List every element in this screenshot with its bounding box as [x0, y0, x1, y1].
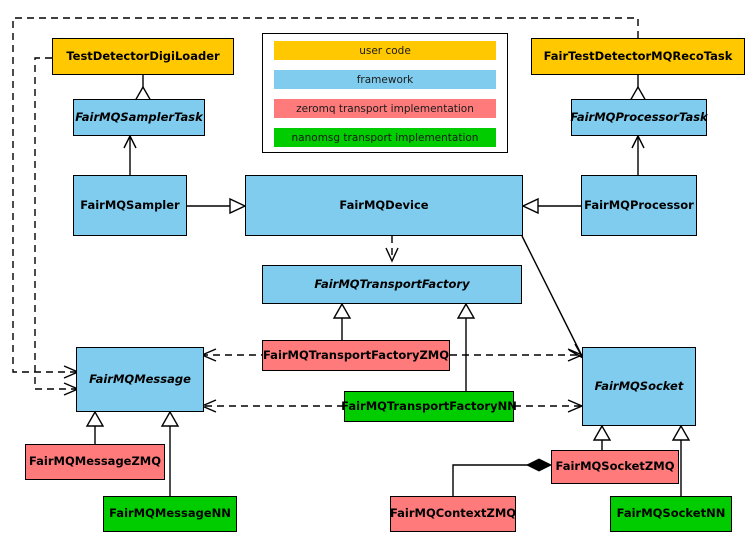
arrowhead-generalization [671, 424, 691, 441]
node-testdetectordigiloader[interactable]: TestDetectorDigiLoader [52, 38, 234, 75]
arrowhead-generalization [456, 302, 476, 319]
arrowhead-open [567, 399, 584, 413]
arrowhead-generalization [592, 424, 612, 441]
legend-label: zeromq transport implementation [296, 102, 474, 115]
node-fairtestdetectormqrecotask[interactable]: FairTestDetectorMQRecoTask [531, 38, 745, 75]
arrowhead-generalization [85, 410, 105, 427]
node-fairmqtransportfactory[interactable]: FairMQTransportFactory [262, 265, 522, 304]
node-fairmqsocketzmq[interactable]: FairMQSocketZMQ [551, 450, 679, 484]
arrowhead-open [568, 343, 585, 360]
edge-digiloader-message [34, 57, 76, 390]
legend-item-framework: framework [274, 70, 496, 89]
arrowhead-open [200, 348, 217, 362]
node-fairmqtransportfactorynn[interactable]: FairMQTransportFactoryNN [341, 391, 517, 422]
legend-item-zeromq: zeromq transport implementation [274, 99, 496, 118]
legend-panel: user code framework zeromq transport imp… [262, 33, 508, 153]
arrowhead-generalization [521, 197, 539, 215]
arrowhead-open [200, 399, 217, 413]
arrowhead-open [567, 348, 584, 362]
node-fairmqsocketnn[interactable]: FairMQSocketNN [610, 496, 732, 532]
node-fairmqprocessor[interactable]: FairMQProcessor [581, 175, 697, 236]
arrowhead-composition-diamond [525, 458, 553, 472]
arrowhead-generalization [229, 197, 247, 215]
node-fairmqmessagenn[interactable]: FairMQMessageNN [103, 496, 237, 532]
node-fairmqsampler[interactable]: FairMQSampler [73, 175, 187, 236]
arrowhead-open [631, 134, 645, 149]
node-fairmqmessage[interactable]: FairMQMessage [76, 347, 204, 412]
legend-label: framework [356, 73, 414, 86]
arrowhead-generalization [332, 302, 352, 319]
node-fairmqsocket[interactable]: FairMQSocket [582, 347, 696, 426]
legend-label: user code [359, 44, 411, 57]
legend-item-nanomsg: nanomsg transport implementation [274, 128, 496, 147]
node-fairmqcontextzmq[interactable]: FairMQContextZMQ [390, 496, 516, 532]
arrowhead-generalization [160, 410, 180, 427]
legend-item-user-code: user code [274, 41, 496, 60]
arrowhead-open [385, 247, 399, 263]
node-fairmqsamplertask[interactable]: FairMQSamplerTask [73, 99, 205, 136]
node-fairmqdevice[interactable]: FairMQDevice [245, 175, 523, 236]
node-fairmqtransportfactoryzmq[interactable]: FairMQTransportFactoryZMQ [262, 340, 450, 371]
edge-device-socket [521, 235, 583, 357]
edge-contextzmq-socketzmq [452, 464, 538, 496]
arrowhead-open [123, 134, 137, 149]
node-fairmqprocessortask[interactable]: FairMQProcessorTask [570, 99, 708, 136]
node-fairmqmessagezmq[interactable]: FairMQMessageZMQ [25, 444, 165, 480]
legend-label: nanomsg transport implementation [291, 131, 479, 144]
